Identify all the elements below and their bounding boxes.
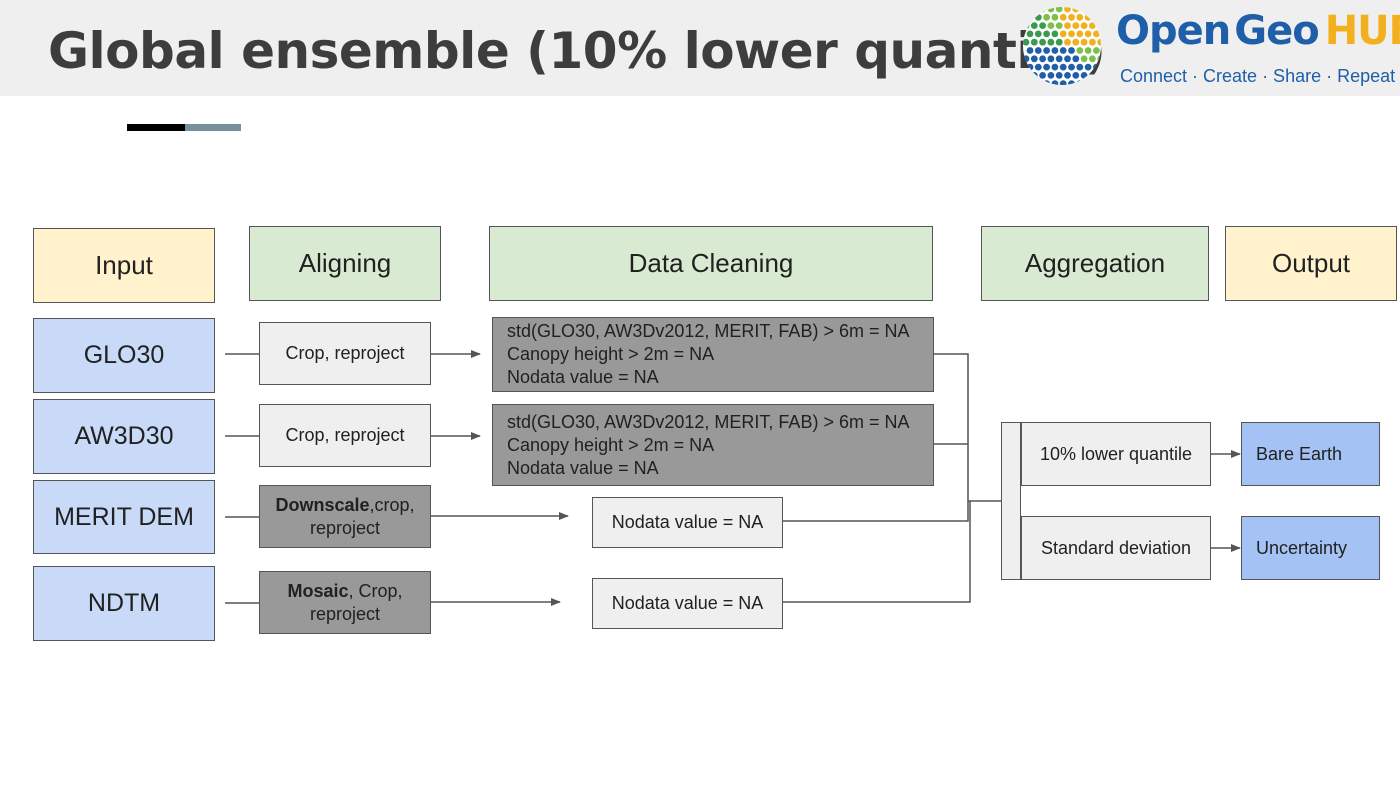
- logo-tagline: Connect · Create · Share · Repeat: [1120, 66, 1396, 86]
- input-glo30: GLO30: [33, 318, 215, 393]
- cleaning-rule: Nodata value = NA: [507, 367, 659, 387]
- cleaning-rule: Canopy height > 2m = NA: [507, 344, 715, 364]
- cleaning-rule: Canopy height > 2m = NA: [507, 434, 715, 455]
- cleaning-ndtm: Nodata value = NA: [592, 578, 783, 629]
- input-merit-dem: MERIT DEM: [33, 480, 215, 554]
- aggregation-quantile: 10% lower quantile: [1021, 422, 1211, 486]
- connector-glo30-aggregation: [934, 353, 1001, 502]
- align-ndtm: Mosaic, Crop, reproject: [259, 571, 431, 634]
- header-input: Input: [33, 228, 215, 303]
- connector-ndtm-aggregation: [783, 501, 971, 603]
- cleaning-aw3d30: std(GLO30, AW3Dv2012, MERIT, FAB) > 6m =…: [492, 404, 934, 486]
- accent-bar-secondary: [185, 124, 241, 131]
- header-aggregation: Aggregation: [981, 226, 1209, 301]
- connector-merit-aggregation: [783, 501, 969, 522]
- output-bare-earth: Bare Earth: [1241, 422, 1380, 486]
- align-merit-bold: Downscale: [275, 494, 370, 515]
- slide-title: Global ensemble (10% lower quantile): [48, 22, 1106, 80]
- align-merit: Downscale,crop, reproject: [259, 485, 431, 548]
- accent-bar: [127, 124, 185, 131]
- cleaning-merit: Nodata value = NA: [592, 497, 783, 548]
- cleaning-glo30: std(GLO30, AW3Dv2012, MERIT, FAB) > 6m =…: [492, 317, 934, 392]
- align-ndtm-rest: , Crop, reproject: [309, 580, 403, 624]
- header-data-cleaning: Data Cleaning: [489, 226, 933, 301]
- align-aw3d30: Crop, reproject: [259, 404, 431, 467]
- header-aligning: Aligning: [249, 226, 441, 301]
- aggregation-stddev: Standard deviation: [1021, 516, 1211, 580]
- title-bar: [0, 0, 1400, 96]
- logo-wordmark: OpenGeoHUB: [1116, 8, 1400, 54]
- cleaning-rule: std(GLO30, AW3Dv2012, MERIT, FAB) > 6m =…: [507, 411, 910, 432]
- output-uncertainty: Uncertainty: [1241, 516, 1380, 580]
- aggregation-bracket: [1001, 422, 1021, 580]
- globe-logo-icon: [1023, 7, 1101, 85]
- input-aw3d30: AW3D30: [33, 399, 215, 474]
- align-ndtm-bold: Mosaic: [287, 580, 349, 601]
- align-glo30: Crop, reproject: [259, 322, 431, 385]
- cleaning-rule: Nodata value = NA: [507, 457, 659, 478]
- input-ndtm: NDTM: [33, 566, 215, 641]
- align-merit-rest: ,crop, reproject: [309, 494, 415, 538]
- header-output: Output: [1225, 226, 1397, 301]
- opengeohub-logo: OpenGeoHUB Connect · Create · Share · Re…: [1020, 4, 1400, 92]
- cleaning-rule: std(GLO30, AW3Dv2012, MERIT, FAB) > 6m =…: [507, 321, 910, 341]
